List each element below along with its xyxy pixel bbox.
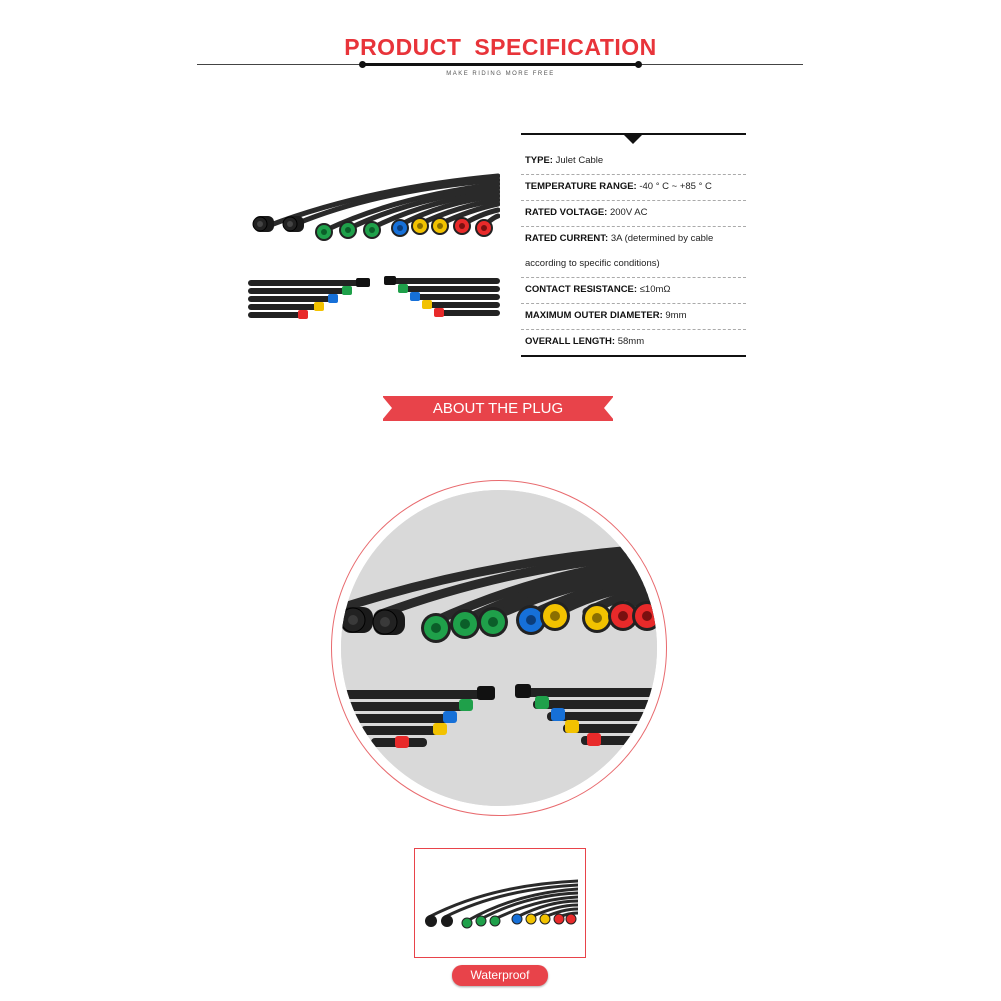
spec-row-type: TYPE: Julet Cable	[525, 155, 604, 166]
spec-row-current: RATED CURRENT: 3A (determined by cable	[525, 233, 714, 244]
spec-row-voltage: RATED VOLTAGE: 200V AC	[525, 207, 648, 218]
spec-bottom-bar	[521, 355, 746, 357]
header-rule-dot-right	[635, 61, 642, 68]
product-photo-top	[248, 173, 500, 319]
connector-heads	[252, 216, 493, 241]
page-title: PRODUCT SPECIFICATION	[344, 34, 657, 60]
page-subtitle: MAKE RIDING MORE FREE	[446, 71, 555, 77]
waterproof-caption: Waterproof	[452, 965, 548, 986]
thumbnail-photo	[425, 879, 578, 929]
spec-row-contact-resistance: CONTACT RESISTANCE: ≤10mΩ	[525, 284, 671, 295]
spec-table: TYPE: Julet Cable TEMPERATURE RANGE: -40…	[521, 133, 746, 358]
spec-row-outer-diameter: MAXIMUM OUTER DIAMETER: 9mm	[525, 310, 687, 321]
header-rule-dot-left	[359, 61, 366, 68]
spec-row-temperature: TEMPERATURE RANGE: -40 ° C ~ +85 ° C	[525, 181, 712, 192]
circle-product-illustration	[341, 490, 657, 806]
about-plug-banner: ABOUT THE PLUG	[382, 396, 614, 421]
spec-top-bar	[521, 133, 746, 135]
spec-row-current-note: according to specific conditions)	[525, 258, 660, 269]
circle-product-photo	[341, 490, 657, 806]
header-rule-accent	[362, 63, 638, 66]
spec-row-length: OVERALL LENGTH: 58mm	[525, 336, 645, 347]
spec-notch	[624, 135, 642, 144]
thumbnail-frame[interactable]	[414, 848, 586, 958]
